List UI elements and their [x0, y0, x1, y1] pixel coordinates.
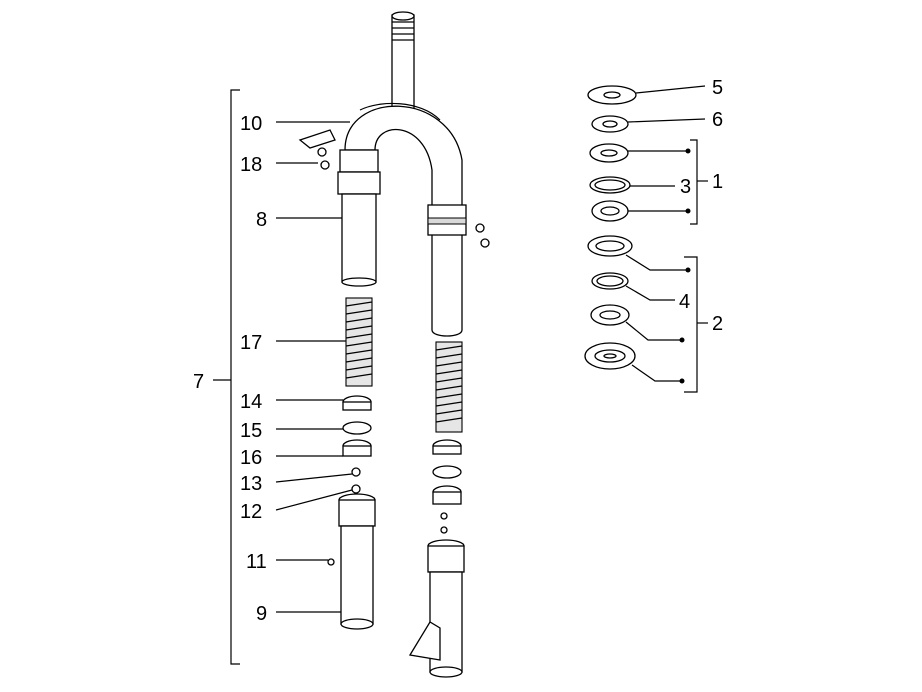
callout-16: 16: [240, 447, 262, 469]
callout-15: 15: [240, 420, 262, 442]
callout-2: 2: [712, 313, 723, 335]
callout-17: 17: [240, 332, 262, 354]
callout-8: 8: [256, 209, 267, 231]
steering-stem: [386, 11, 420, 119]
right-clamp: [427, 204, 467, 236]
left-spring: [345, 297, 373, 387]
leader-lines: [213, 85, 708, 665]
callout-4: 4: [679, 291, 690, 313]
callout-10: 10: [240, 113, 262, 135]
left-lower-slider: [327, 493, 376, 630]
callout-9: 9: [256, 603, 267, 625]
callout-13: 13: [240, 473, 262, 495]
left-bushings: [342, 395, 372, 494]
right-lower-slider: [408, 539, 465, 678]
yoke-screws: [298, 129, 490, 248]
right-spring: [435, 341, 463, 433]
callout-18: 18: [240, 154, 262, 176]
fork-yoke: [344, 102, 463, 337]
callout-6: 6: [712, 109, 723, 131]
bearing-stack: [584, 85, 637, 370]
callout-labels: 5 6 3 1 4 2 10 18 8 17 7 14 15 16 13 12 …: [193, 77, 723, 625]
callout-7: 7: [193, 371, 204, 393]
callout-1: 1: [712, 171, 723, 193]
callout-14: 14: [240, 391, 262, 413]
callout-12: 12: [240, 501, 262, 523]
callout-11: 11: [246, 551, 267, 573]
left-upper-tube: [337, 149, 381, 287]
callout-5: 5: [712, 77, 723, 99]
callout-3: 3: [680, 176, 691, 198]
right-bushings: [432, 439, 462, 534]
